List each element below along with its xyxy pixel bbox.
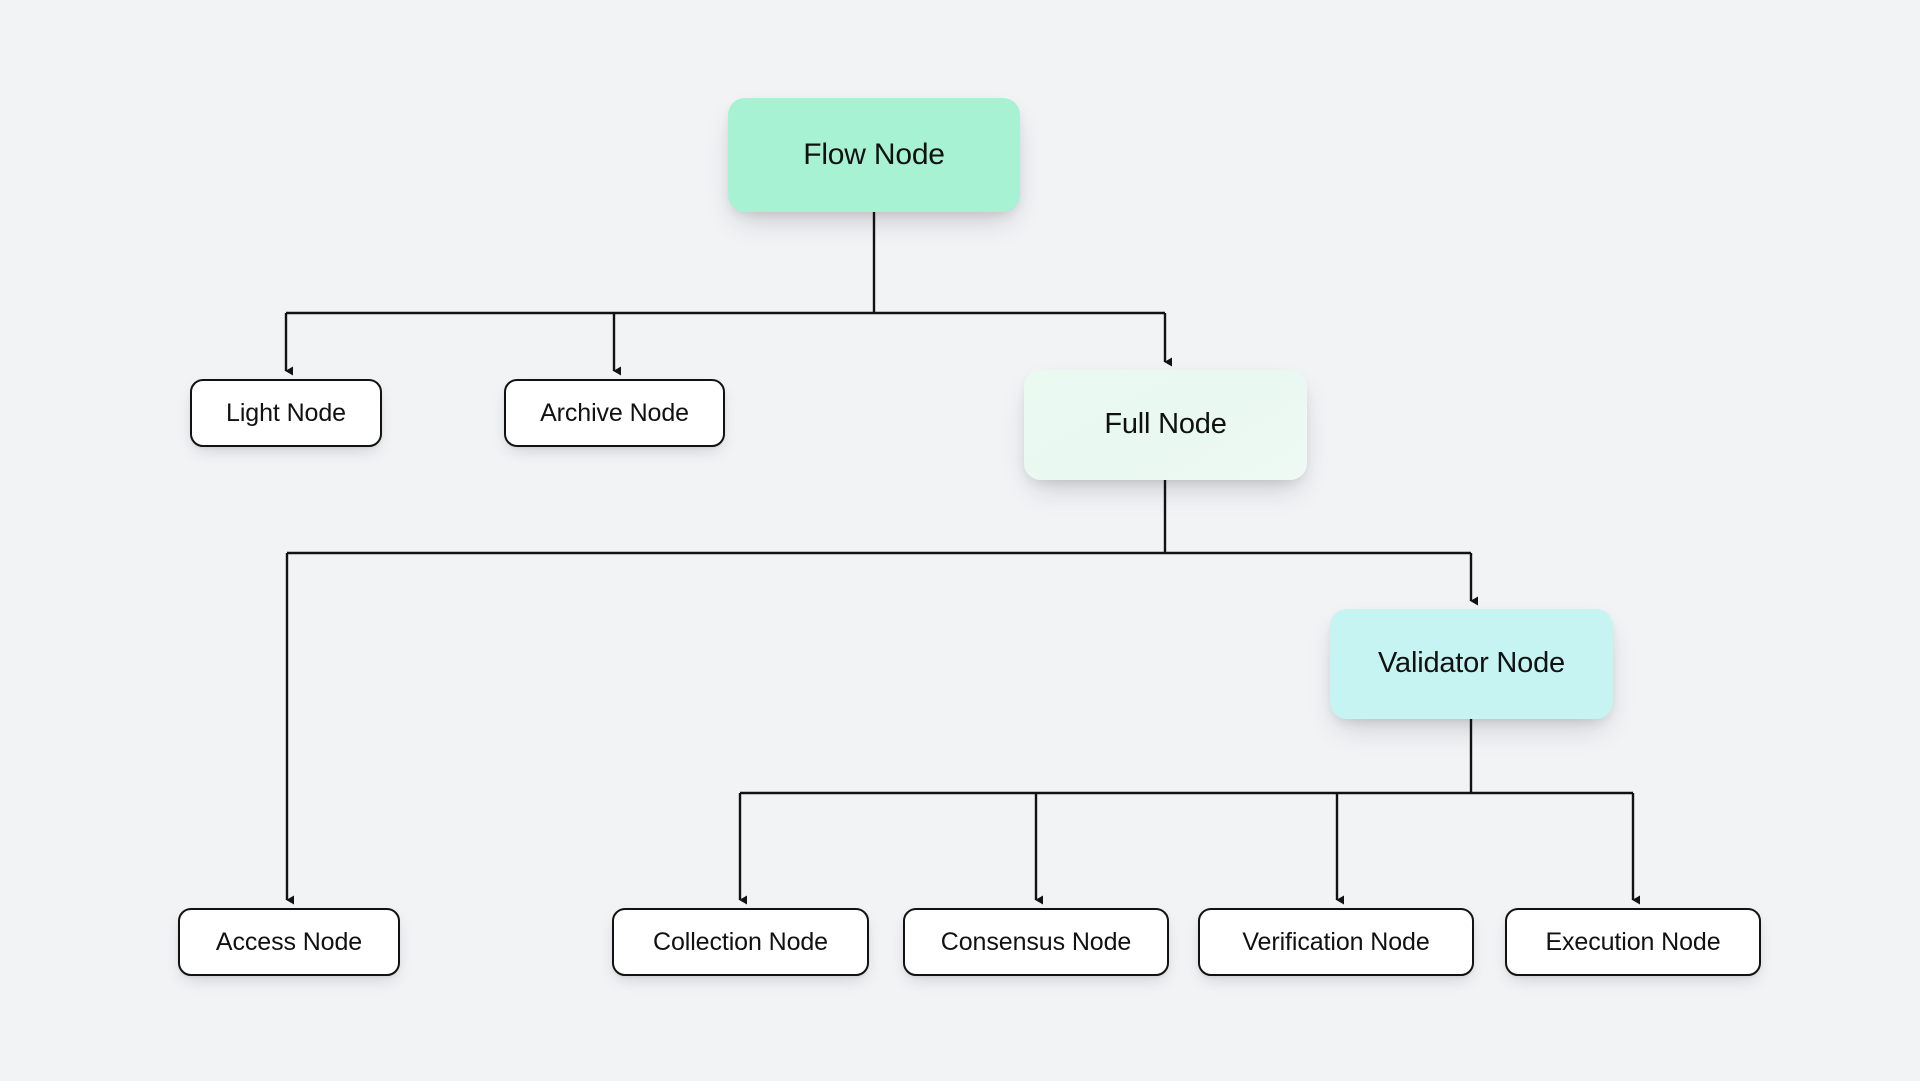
node-full-node[interactable]: Full Node	[1024, 370, 1307, 480]
node-collection-node-label: Collection Node	[653, 927, 828, 956]
node-archive-node-label: Archive Node	[540, 398, 689, 427]
node-full-node-label: Full Node	[1104, 408, 1227, 441]
node-archive-node[interactable]: Archive Node	[504, 379, 725, 447]
node-consensus-node[interactable]: Consensus Node	[903, 908, 1169, 976]
node-execution-node-label: Execution Node	[1545, 927, 1721, 956]
node-validator-node-label: Validator Node	[1378, 647, 1565, 680]
node-access-node-label: Access Node	[215, 927, 363, 956]
node-verification-node-label: Verification Node	[1242, 927, 1430, 956]
node-consensus-node-label: Consensus Node	[940, 927, 1132, 956]
node-light-node-label: Light Node	[226, 398, 346, 427]
node-flow-node[interactable]: Flow Node	[728, 98, 1020, 212]
node-collection-node[interactable]: Collection Node	[612, 908, 869, 976]
node-light-node[interactable]: Light Node	[190, 379, 382, 447]
node-flow-node-label: Flow Node	[803, 137, 945, 171]
node-access-node[interactable]: Access Node	[178, 908, 400, 976]
node-execution-node[interactable]: Execution Node	[1505, 908, 1761, 976]
node-verification-node[interactable]: Verification Node	[1198, 908, 1474, 976]
node-validator-node[interactable]: Validator Node	[1330, 609, 1613, 719]
